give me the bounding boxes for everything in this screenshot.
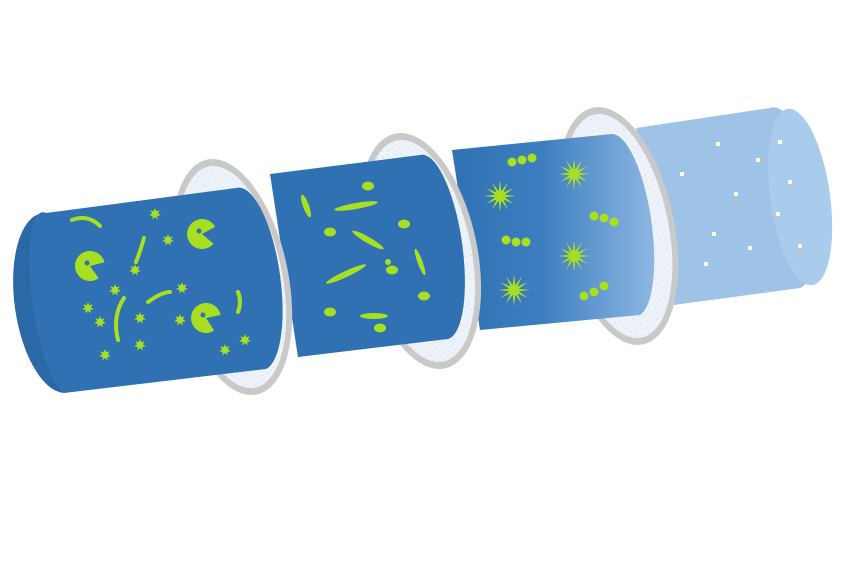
- rod-bacterium: [414, 248, 426, 276]
- small-bacterium: [149, 208, 161, 220]
- chain-coccus: [579, 291, 589, 301]
- clean-speck: [798, 244, 802, 248]
- rod-bacterium: [301, 194, 311, 218]
- small-bacterium: [174, 314, 186, 326]
- small-bacterium: [94, 316, 106, 328]
- clean-speck: [778, 140, 782, 144]
- stage-raw-water: [13, 187, 283, 393]
- chain-coccus: [527, 153, 537, 163]
- chain-coccus: [517, 155, 527, 165]
- curved-rod: [70, 216, 102, 228]
- small-bacterium: [176, 282, 188, 294]
- curved-rod: [236, 290, 242, 314]
- clean-speck: [716, 142, 720, 146]
- protozoa-1: [74, 251, 105, 282]
- small-bacterium: [109, 284, 121, 296]
- clean-speck: [748, 246, 752, 250]
- pipe-segment-2: [270, 154, 465, 357]
- stage-bacteria: [270, 154, 465, 357]
- clean-speck: [756, 158, 760, 162]
- virus: [558, 240, 590, 272]
- chain-coccus: [589, 211, 599, 221]
- protozoa-3: [190, 302, 221, 333]
- chain-coccus: [501, 235, 511, 245]
- pipe-end-4: [767, 108, 833, 286]
- coccus: [374, 323, 386, 333]
- curved-rod: [134, 236, 146, 264]
- small-bacterium: [129, 264, 141, 276]
- rod-bacterium: [334, 201, 378, 211]
- clean-speck: [712, 232, 716, 236]
- protozoa-eye: [196, 228, 202, 234]
- rod-bacterium: [360, 313, 388, 319]
- clean-speck: [776, 212, 780, 216]
- small-bacterium: [219, 344, 231, 356]
- curved-rod: [146, 290, 172, 304]
- clean-speck: [680, 172, 684, 176]
- pipe-segment-1: [20, 187, 283, 393]
- chain-coccus: [599, 213, 609, 223]
- chain-coccus: [507, 157, 517, 167]
- chain-coccus: [521, 237, 531, 247]
- protozoa-eye: [200, 312, 206, 318]
- small-bacterium: [82, 302, 94, 314]
- chain-coccus: [589, 287, 599, 297]
- clean-speck: [704, 262, 708, 266]
- clean-speck: [788, 180, 792, 184]
- rod-bacterium: [352, 230, 384, 250]
- coccus: [324, 307, 336, 317]
- chain-coccus: [599, 281, 609, 291]
- small-bacterium: [99, 349, 111, 361]
- coccus: [398, 219, 410, 229]
- virus: [498, 274, 530, 306]
- virus: [484, 180, 516, 212]
- virus-particles: [484, 153, 619, 306]
- clean-speck: [734, 192, 738, 196]
- small-bacterium: [239, 334, 251, 346]
- chain-coccus: [609, 217, 619, 227]
- protozoa-particles: [70, 208, 251, 361]
- curved-rod: [114, 296, 126, 342]
- small-bacterium: [162, 234, 174, 246]
- coccus: [324, 227, 336, 237]
- rod-bacterium: [385, 259, 391, 265]
- chain-coccus: [511, 237, 521, 247]
- coccus: [418, 291, 430, 301]
- stage-viruses: [452, 133, 655, 330]
- clean-water-particles: [680, 140, 802, 266]
- protozoa-eye: [84, 260, 90, 266]
- coccus: [362, 181, 374, 191]
- pipe-front-cap-1: [13, 212, 64, 393]
- small-bacterium: [134, 339, 146, 351]
- small-bacterium: [134, 312, 146, 324]
- stage-clean-water: [636, 107, 833, 306]
- protozoa-2: [187, 219, 216, 250]
- pipe-segment-3: [452, 133, 655, 330]
- bacteria-particles: [301, 181, 430, 333]
- virus: [558, 158, 590, 190]
- coccus: [386, 265, 398, 275]
- rod-bacterium: [326, 264, 366, 284]
